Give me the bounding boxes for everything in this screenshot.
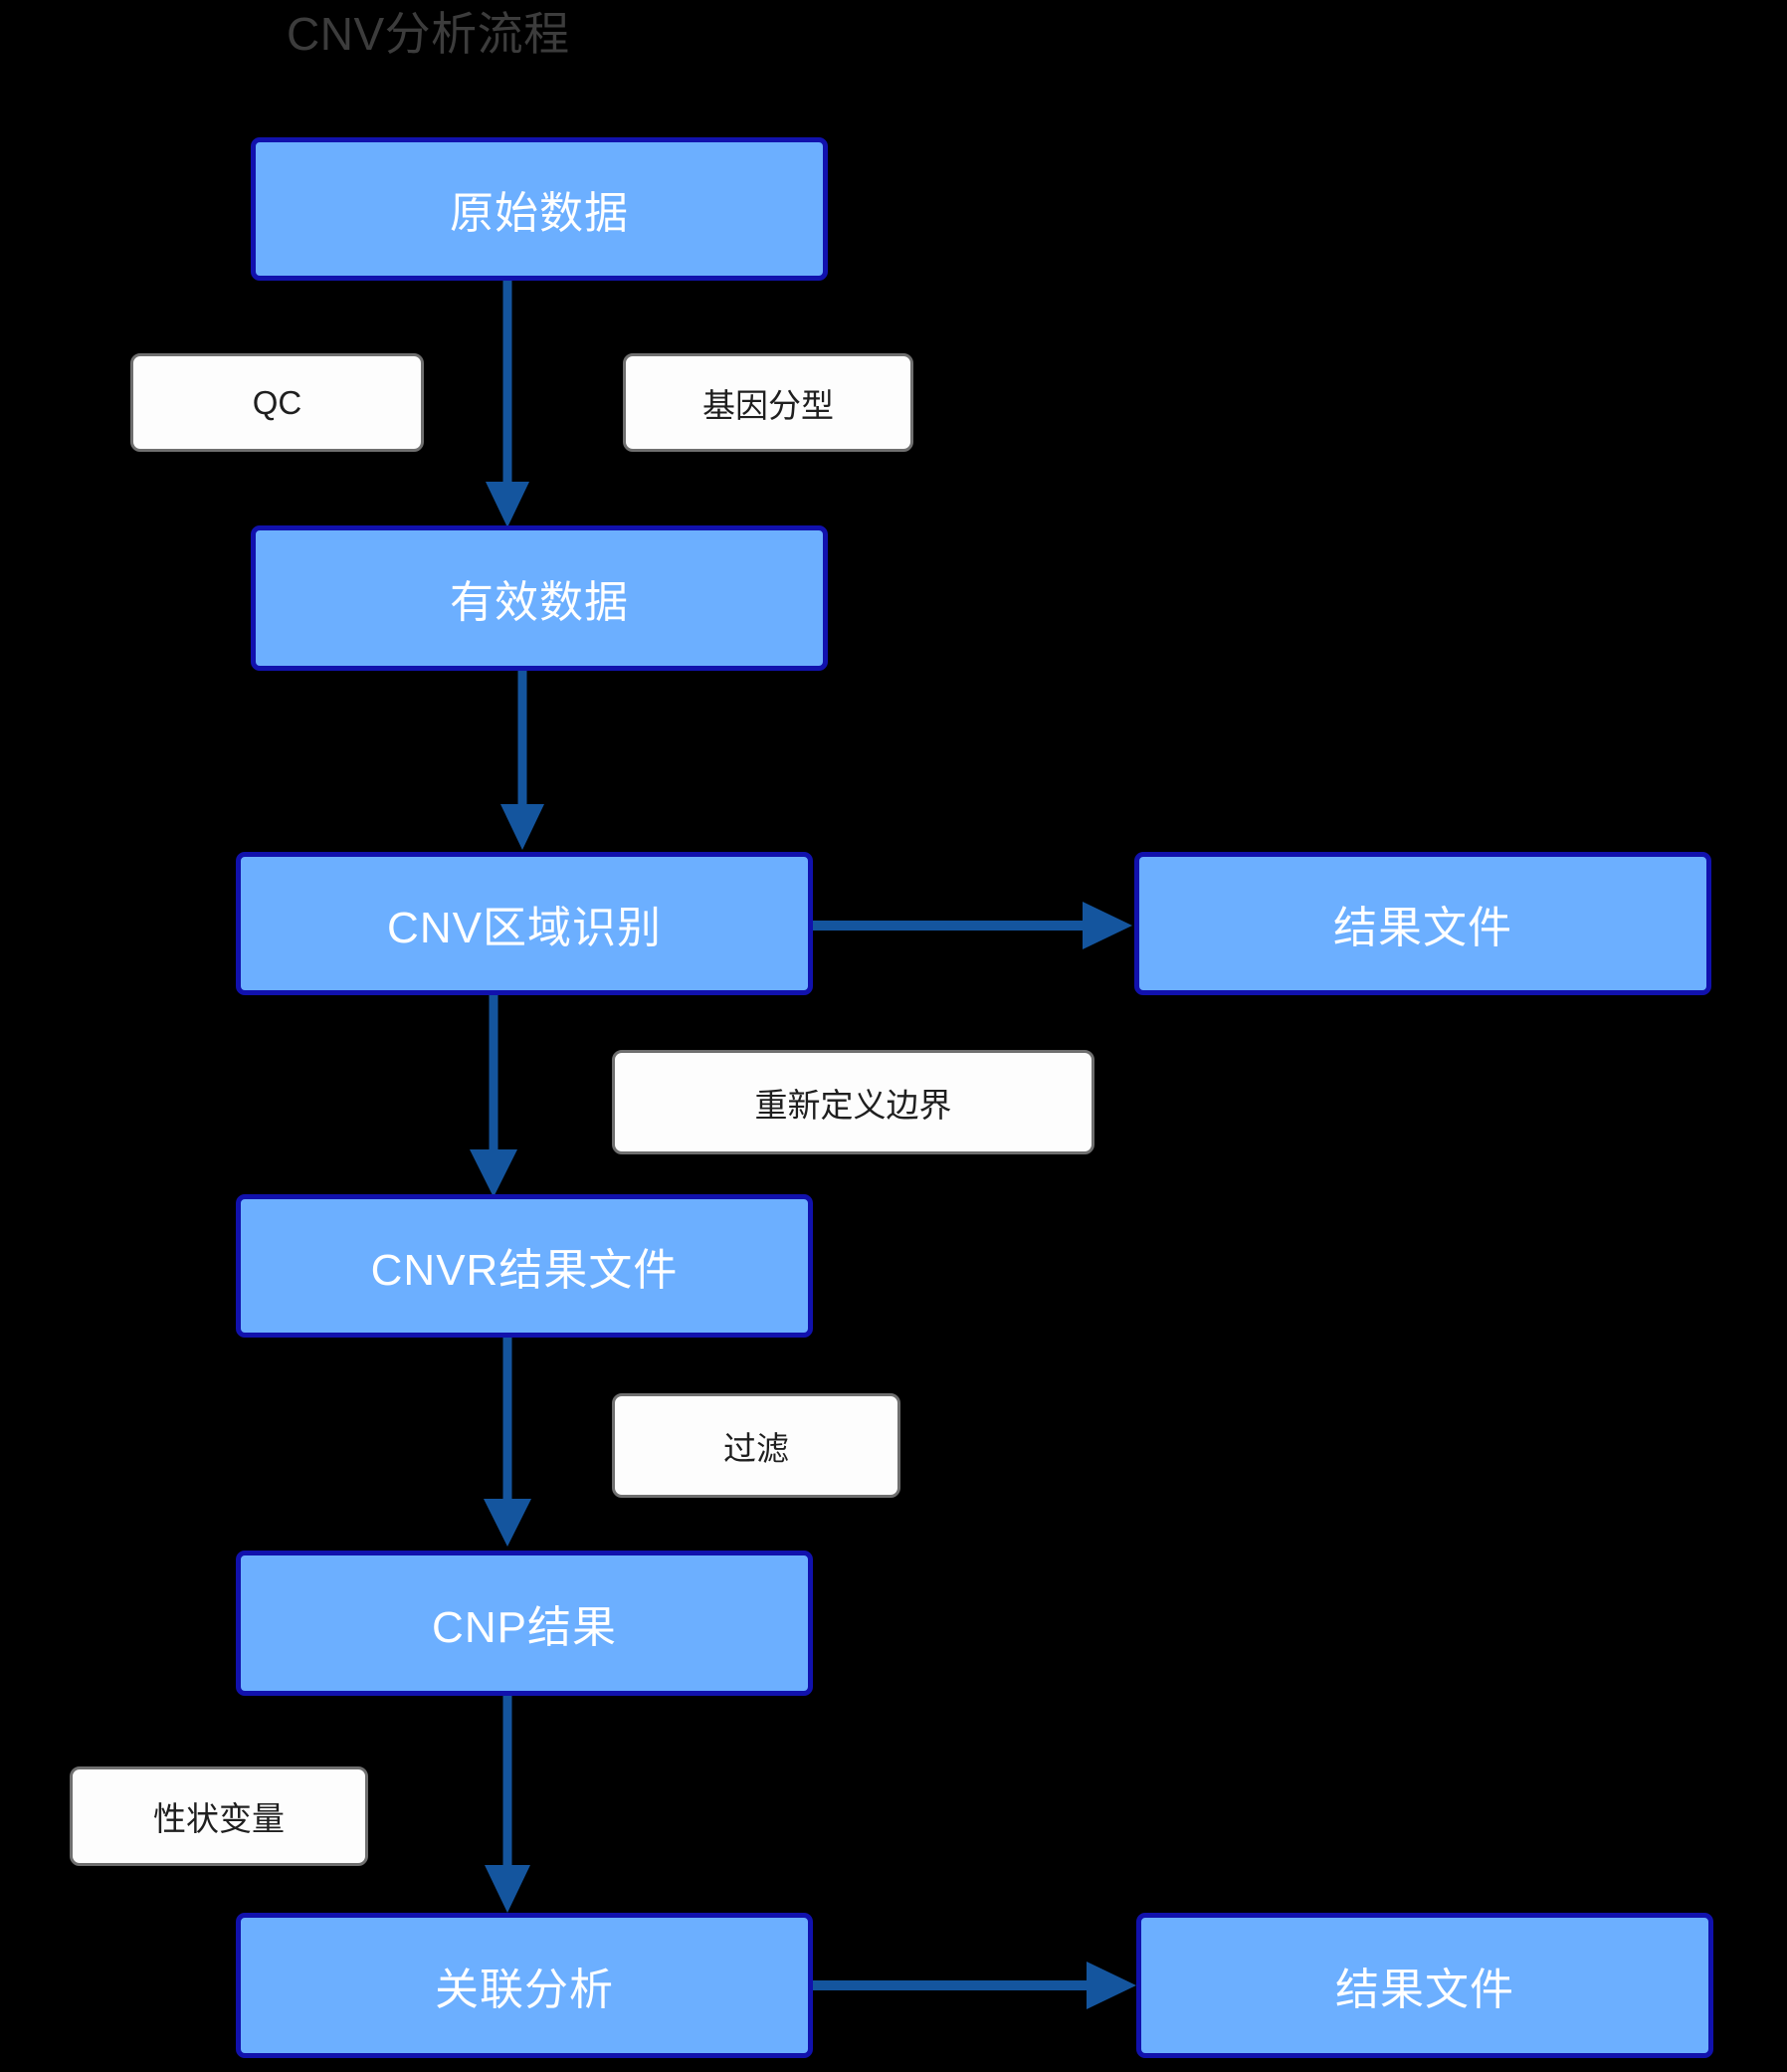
edge-label-filter[interactable]: 过滤 bbox=[612, 1393, 900, 1498]
arrow-valid-data-to-cnv-region bbox=[500, 669, 544, 850]
page-title: CNV分析流程 bbox=[287, 8, 570, 60]
arrow-raw-data-to-valid-data bbox=[486, 277, 529, 527]
edge-label-qc[interactable]: QC bbox=[130, 353, 424, 452]
edge-label-trait-variable[interactable]: 性状变量 bbox=[70, 1766, 368, 1866]
node-assoc-analysis[interactable]: 关联分析 bbox=[236, 1913, 813, 2058]
arrow-cnv-region-to-result-file bbox=[806, 902, 1132, 949]
arrow-cnvr-result-to-cnp-result bbox=[484, 1336, 531, 1547]
node-result-file-assoc[interactable]: 结果文件 bbox=[1136, 1913, 1713, 2058]
node-raw-data[interactable]: 原始数据 bbox=[251, 137, 828, 281]
arrow-assoc-analysis-to-result-file bbox=[808, 1962, 1136, 2009]
node-cnv-region[interactable]: CNV区域识别 bbox=[236, 852, 813, 995]
edge-label-genotyping[interactable]: 基因分型 bbox=[623, 353, 913, 452]
arrow-cnp-result-to-assoc-analysis bbox=[485, 1694, 530, 1913]
node-cnvr-result[interactable]: CNVR结果文件 bbox=[236, 1194, 813, 1338]
arrow-cnv-region-to-cnvr-result bbox=[470, 992, 517, 1197]
node-valid-data[interactable]: 有效数据 bbox=[251, 525, 828, 671]
node-result-file-cnv[interactable]: 结果文件 bbox=[1134, 852, 1711, 995]
edge-label-redefine-boundary[interactable]: 重新定义边界 bbox=[612, 1050, 1094, 1154]
node-cnp-result[interactable]: CNP结果 bbox=[236, 1551, 813, 1696]
